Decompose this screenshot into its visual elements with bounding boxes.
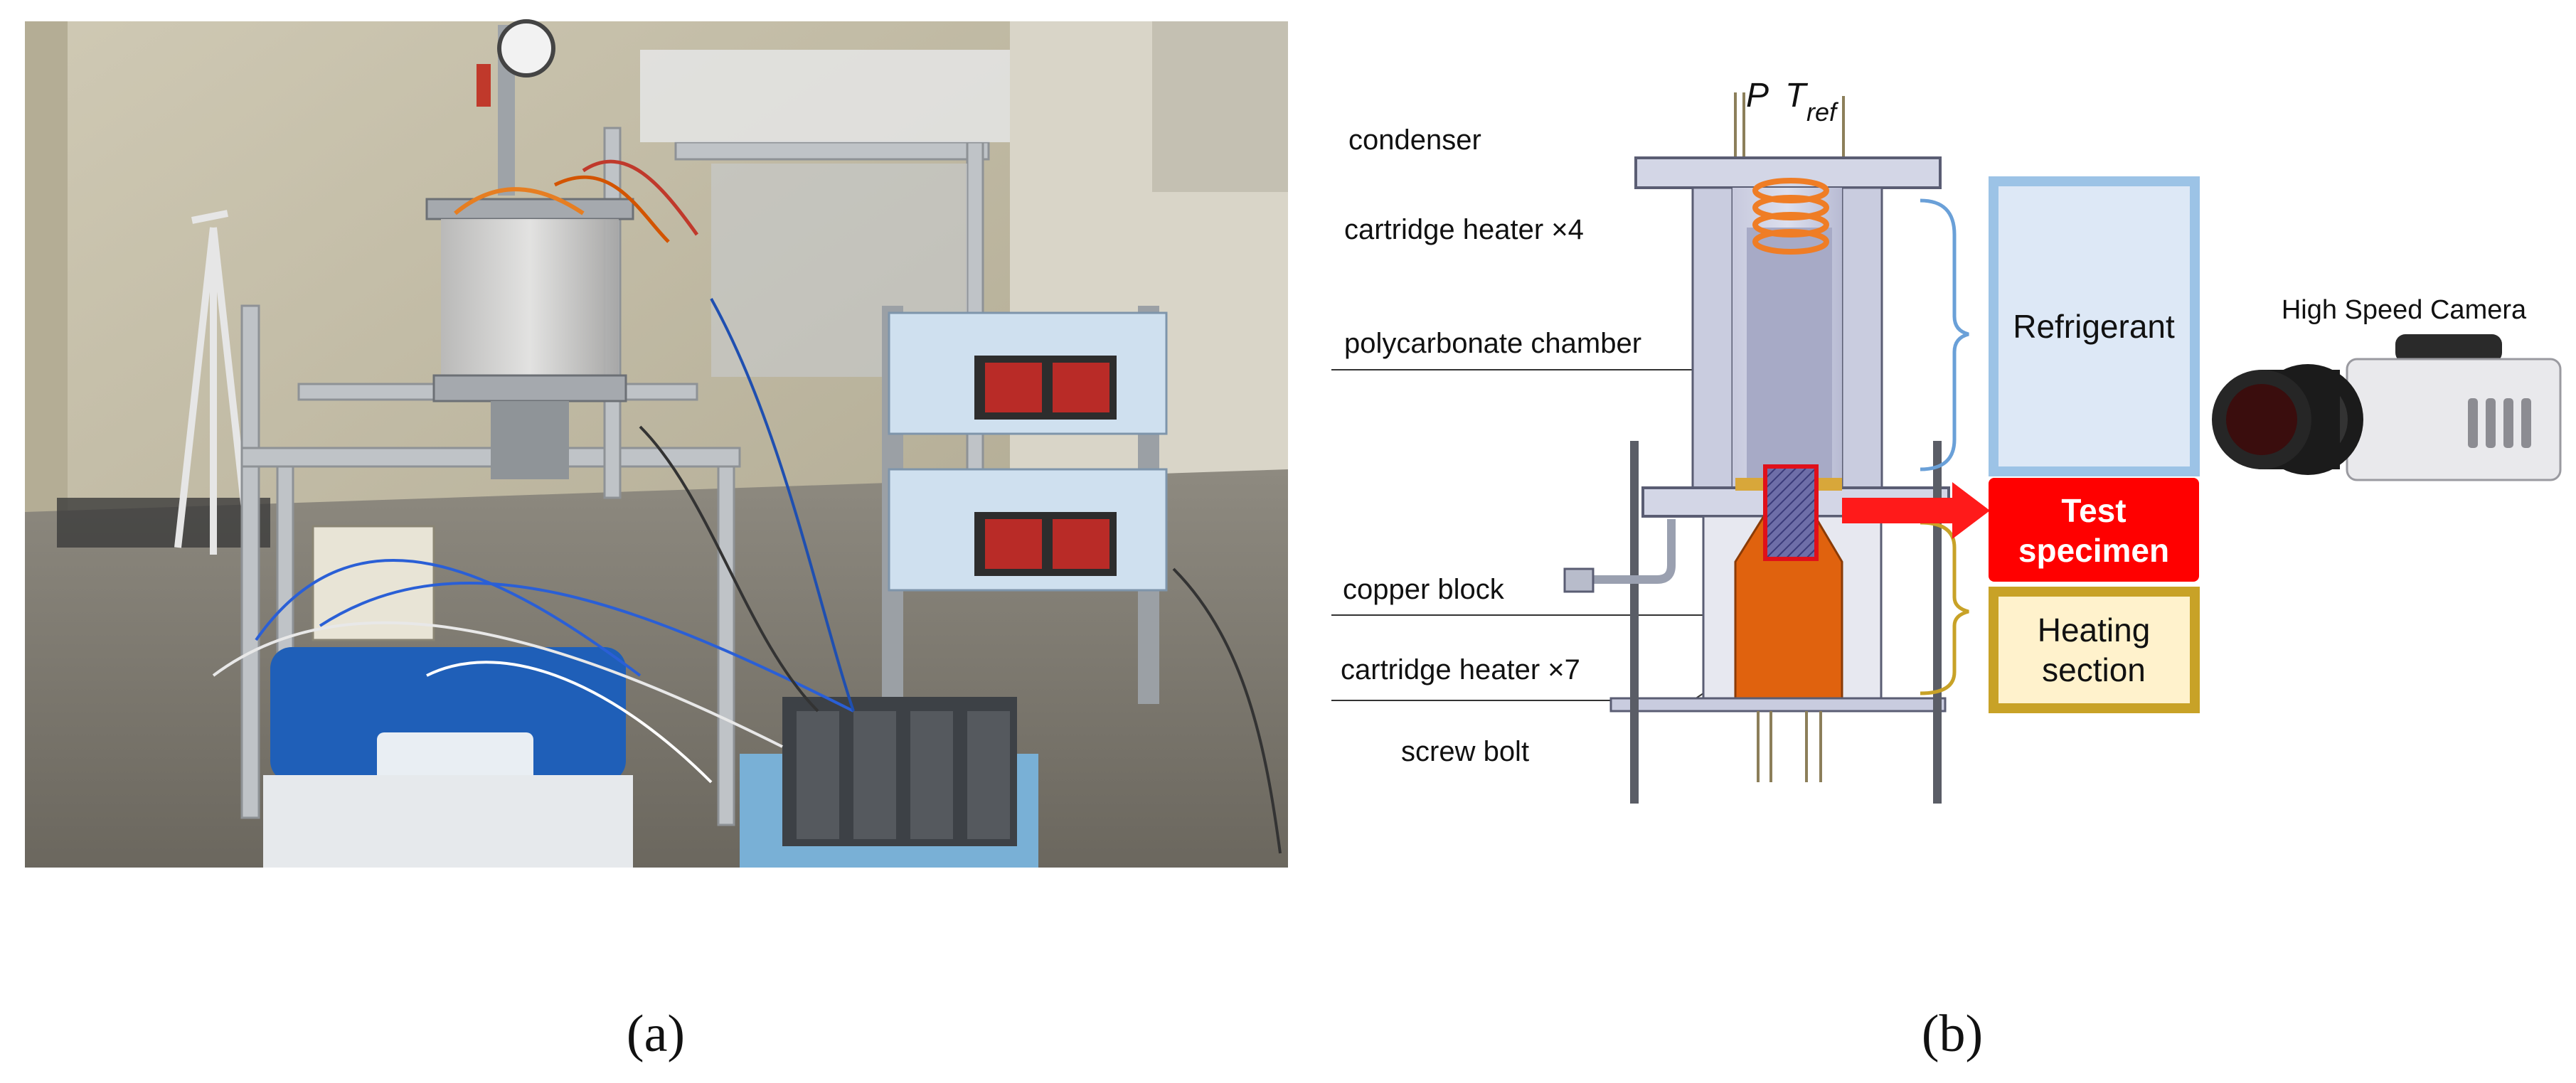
box-test-line1: Test xyxy=(2061,492,2126,529)
pressure-gauge xyxy=(497,19,555,78)
heater-leads xyxy=(1757,711,1822,782)
label-condenser: condenser xyxy=(1348,124,1481,156)
condenser-coil xyxy=(1752,178,1829,255)
box-test-specimen xyxy=(1989,478,2199,582)
power-meters xyxy=(882,306,1168,704)
cartridge-heater-4-block xyxy=(1747,228,1832,491)
caption-b: (b) xyxy=(1922,1005,1983,1063)
label-cartridge-heater-4: cartridge heater ×4 xyxy=(1344,214,1584,245)
screw-bolt-right xyxy=(1933,441,1942,804)
camera-label: High Speed Camera xyxy=(2282,295,2527,325)
box-test-line2: specimen xyxy=(2018,532,2169,569)
test-specimen-part xyxy=(1763,464,1819,561)
sensor-leads xyxy=(1734,92,1845,160)
label-cartridge-heater-7: cartridge heater ×7 xyxy=(1341,654,1580,685)
box-heating-line2: section xyxy=(2042,651,2146,688)
cooler-box xyxy=(263,647,633,868)
high-speed-camera-icon xyxy=(2212,334,2562,481)
arrow-test-specimen xyxy=(1842,482,1990,539)
bracket-refrigerant xyxy=(1920,198,1969,471)
caption-a: (a) xyxy=(627,1005,685,1063)
symbol-pressure: P xyxy=(1746,77,1769,114)
setup-photo xyxy=(25,19,1288,868)
box-heating-section xyxy=(1989,587,2200,713)
screw-bolt-left xyxy=(1630,441,1639,804)
chamber-wall-right xyxy=(1841,186,1883,495)
boiling-vessel xyxy=(425,19,699,479)
box-refrigerant xyxy=(1989,176,2200,476)
chamber-wall-left xyxy=(1691,186,1734,495)
data-logger xyxy=(740,697,1038,868)
box-refrigerant-text: Refrigerant xyxy=(2013,308,2175,345)
bracket-heating xyxy=(1920,521,1969,695)
schematic: condenser cartridge heater ×4 polycarbon… xyxy=(1331,77,2562,804)
label-screw-bolt: screw bolt xyxy=(1401,736,1529,767)
label-polycarbonate-chamber: polycarbonate chamber xyxy=(1344,328,1641,359)
symbol-tref-main: T xyxy=(1785,77,1809,114)
side-pipe xyxy=(1580,519,1676,584)
power-supply xyxy=(312,525,435,641)
cables xyxy=(212,298,1282,854)
bottom-flange xyxy=(1609,697,1947,713)
label-copper-block: copper block xyxy=(1343,574,1505,605)
symbol-tref-sub: ref xyxy=(1806,97,1839,127)
box-heating-line1: Heating xyxy=(2038,612,2151,649)
